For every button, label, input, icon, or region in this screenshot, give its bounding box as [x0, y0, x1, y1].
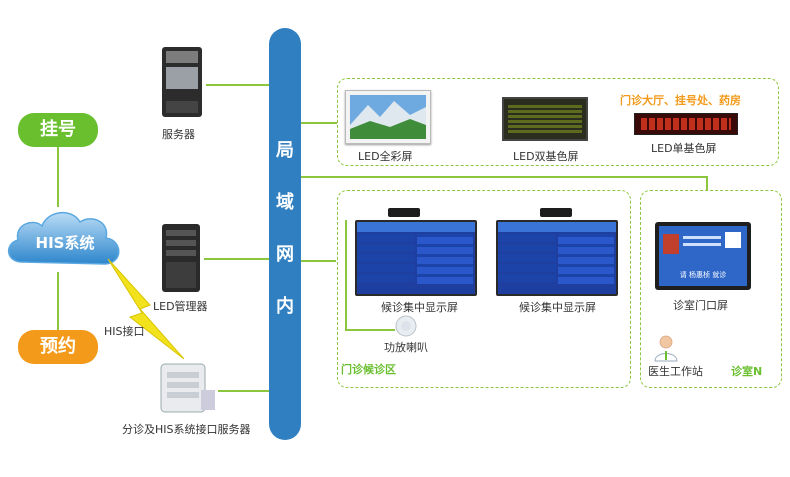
triage-server-icon	[160, 363, 215, 413]
appointment-node: 预约	[18, 330, 98, 364]
waiting-screen-2	[496, 220, 618, 296]
triage-server-connector	[218, 390, 269, 392]
lightning-icon	[107, 258, 185, 360]
waiting-connector	[301, 260, 336, 262]
server-label: 服务器	[162, 128, 195, 141]
player-box-1-icon	[388, 208, 420, 217]
server-icon	[162, 47, 202, 117]
speaker-icon	[395, 315, 417, 337]
clinic-region-box	[640, 190, 782, 388]
led-dual-color-label: LED双基色屏	[513, 150, 579, 163]
clinic-feed-drop	[706, 176, 708, 190]
led-full-color-label: LED全彩屏	[358, 150, 413, 163]
led-manager-label: LED管理器	[153, 300, 208, 313]
lobby-region-box	[337, 78, 779, 166]
waiting-region-box	[337, 190, 631, 388]
led-manager-icon	[162, 224, 200, 292]
lan-char-2: 域	[276, 192, 294, 213]
register-node: 挂号	[18, 113, 98, 147]
amplifier-speaker-label: 功放喇叭	[384, 341, 428, 354]
outpatient-hall-label: 门诊大厅、挂号处、药房	[620, 94, 741, 107]
clinic-feed-line	[301, 176, 708, 178]
speaker-connector-v	[345, 220, 347, 330]
doctor-workstation-label: 医生工作站	[648, 365, 703, 378]
doctor-icon	[654, 335, 678, 362]
speaker-connector-h	[345, 329, 395, 331]
server-connector	[206, 84, 269, 86]
his-system-label: HIS系统	[35, 234, 95, 252]
waiting-screen-1	[355, 220, 477, 296]
door-screen-text: 请 杨惠桢 就诊	[679, 271, 727, 279]
waiting-area-label: 门诊候诊区	[341, 363, 396, 376]
waiting-screen-2-label: 候诊集中显示屏	[519, 301, 596, 314]
clinic-door-screen: 请 杨惠桢 就诊	[655, 222, 751, 290]
waiting-screen-1-label: 候诊集中显示屏	[381, 301, 458, 314]
clinic-n-label: 诊室N	[731, 365, 763, 378]
led-dual-color-screen	[502, 97, 588, 141]
his-cloud-icon	[8, 212, 120, 265]
lobby-connector	[301, 122, 337, 124]
register-connector	[57, 147, 59, 207]
his-interface-label: HIS接口	[104, 325, 145, 338]
lan-char-3: 网	[276, 244, 294, 265]
led-manager-connector	[204, 258, 269, 260]
lan-char-4: 内	[276, 296, 294, 317]
appointment-connector	[57, 272, 59, 330]
led-full-color-screen	[345, 90, 431, 144]
triage-server-label: 分诊及HIS系统接口服务器	[122, 423, 251, 436]
led-single-color-label: LED单基色屏	[651, 142, 717, 155]
player-box-2-icon	[540, 208, 572, 217]
led-single-color-screen	[634, 113, 738, 135]
landscape-image	[350, 95, 426, 139]
lan-char-1: 局	[276, 140, 294, 161]
clinic-door-screen-label: 诊室门口屏	[673, 299, 728, 312]
lan-bus: 局 域 网 内	[269, 28, 301, 440]
